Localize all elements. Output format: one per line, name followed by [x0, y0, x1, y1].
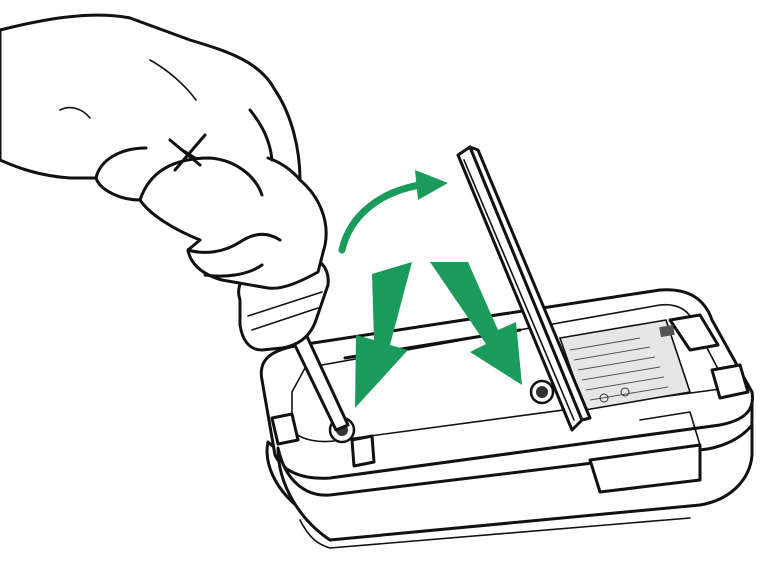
gloved-hand-icon: [0, 15, 326, 288]
rotate-arrow-icon: [342, 170, 448, 250]
